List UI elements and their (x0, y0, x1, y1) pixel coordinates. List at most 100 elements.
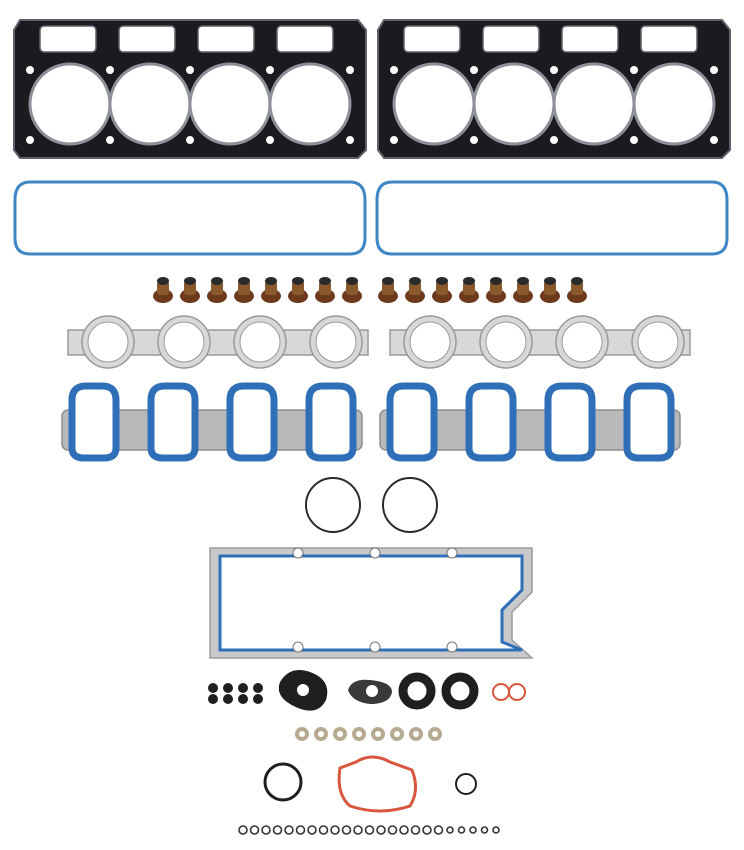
valve-cover-gasket (13, 180, 367, 256)
small-o-ring (455, 773, 477, 795)
bolt-hole (390, 66, 398, 74)
washer-hole (356, 731, 362, 737)
grommet (253, 694, 263, 704)
tiny-o-ring (376, 825, 386, 835)
washer-hole (337, 731, 343, 737)
valve-cover-gaskets (13, 180, 729, 256)
bolt-hole (186, 66, 194, 74)
plate-gasket-hole (297, 684, 309, 696)
coolant-passage (640, 25, 698, 53)
cylinder-bore (108, 62, 192, 146)
silicone-o-ring (508, 683, 526, 701)
valve-stem-seal-cap (184, 277, 196, 285)
bolt-hole (630, 66, 638, 74)
tiny-o-ring (492, 826, 500, 834)
valve-stem-seal-cap (265, 277, 277, 285)
valve-stem-seal-spring (571, 281, 583, 295)
valley-bolt-hole (369, 641, 381, 653)
exhaust-port (87, 321, 129, 363)
bolt-hole (710, 136, 718, 144)
bolt-hole (470, 66, 478, 74)
valve-stem-seal-cap (517, 277, 529, 285)
bolt-hole (106, 136, 114, 144)
rubber-seal-ring (398, 672, 436, 710)
bolt-hole (550, 66, 558, 74)
intake-manifold-gaskets (61, 382, 681, 462)
tiny-o-ring (364, 825, 375, 835)
valve-stem-seal-spring (238, 281, 250, 295)
throttle-body-o-rings (305, 477, 438, 533)
tiny-o-ring (387, 825, 398, 835)
rubber-seal-ring (441, 672, 479, 710)
intake-port-seal (147, 382, 199, 462)
valley-bolt-hole (446, 641, 458, 653)
valve-stem-seal-spring (292, 281, 304, 295)
valve-stem-seal-cap (571, 277, 583, 285)
exhaust-port (163, 321, 205, 363)
valve-stem-seal-spring (265, 281, 277, 295)
coolant-passage (482, 25, 540, 53)
valve-stem-seal-spring (463, 281, 475, 295)
grommet (238, 683, 248, 693)
valley-bolt-hole (446, 547, 458, 559)
tiny-o-ring (261, 825, 271, 835)
intake-port-seal (305, 382, 357, 462)
throttle-body-o-ring (382, 477, 438, 533)
tiny-o-ring (249, 825, 260, 835)
cylinder-bore (268, 62, 352, 146)
coolant-passage (403, 25, 461, 53)
valve-stem-seal-cap (463, 277, 475, 285)
tiny-o-ring (410, 825, 421, 835)
valve-stem-seal-cap (319, 277, 331, 285)
tiny-o-ring (341, 825, 352, 835)
washer-hole (413, 731, 419, 737)
tiny-o-ring (457, 826, 466, 834)
valve-stem-seal-spring (490, 281, 502, 295)
washer-hole (394, 731, 400, 737)
washer-hole (318, 731, 324, 737)
bolt-hole (26, 66, 34, 74)
cylinder-bore (472, 62, 556, 146)
valley-cover-seal (218, 554, 524, 652)
valve-stem-seal-cap (292, 277, 304, 285)
valve-stem-seal-spring (436, 281, 448, 295)
tiny-o-ring (422, 825, 432, 835)
bolt-hole (346, 136, 354, 144)
tiny-o-ring (295, 825, 306, 835)
intake-port-seal (226, 382, 278, 462)
exhaust-port (239, 321, 281, 363)
valve-stem-seal-spring (382, 281, 394, 295)
tiny-o-ring (433, 825, 444, 835)
cylinder-bore (632, 62, 716, 146)
exhaust-port (485, 321, 527, 363)
exhaust-port (315, 321, 357, 363)
cylinder-bore (188, 62, 272, 146)
valley-bolt-hole (292, 641, 304, 653)
bolt-hole (710, 66, 718, 74)
tiny-o-ring (307, 825, 317, 835)
bolt-hole (26, 136, 34, 144)
bolt-hole (550, 136, 558, 144)
valve-cover-gasket (375, 180, 729, 256)
valve-stem-seal-spring (157, 281, 169, 295)
grommet (238, 694, 248, 704)
valve-stem-seal-spring (517, 281, 529, 295)
valley-bolt-hole (292, 547, 304, 559)
grommet (208, 694, 218, 704)
intake-port-seal (386, 382, 438, 462)
bolt-hole (106, 66, 114, 74)
bolt-hole (470, 136, 478, 144)
head-gaskets (13, 19, 731, 159)
bolt-hole (266, 136, 274, 144)
bolt-hole (266, 66, 274, 74)
valley-bolt-hole (369, 547, 381, 559)
valve-stem-seal-spring (211, 281, 223, 295)
valve-stem-seal-cap (238, 277, 250, 285)
throttle-body-o-ring (305, 477, 361, 533)
intake-port-seal (623, 382, 675, 462)
coolant-passage (561, 25, 619, 53)
valve-stem-seal-cap (382, 277, 394, 285)
valve-stem-seal-cap (544, 277, 556, 285)
valley-cover-gasket (209, 547, 534, 659)
